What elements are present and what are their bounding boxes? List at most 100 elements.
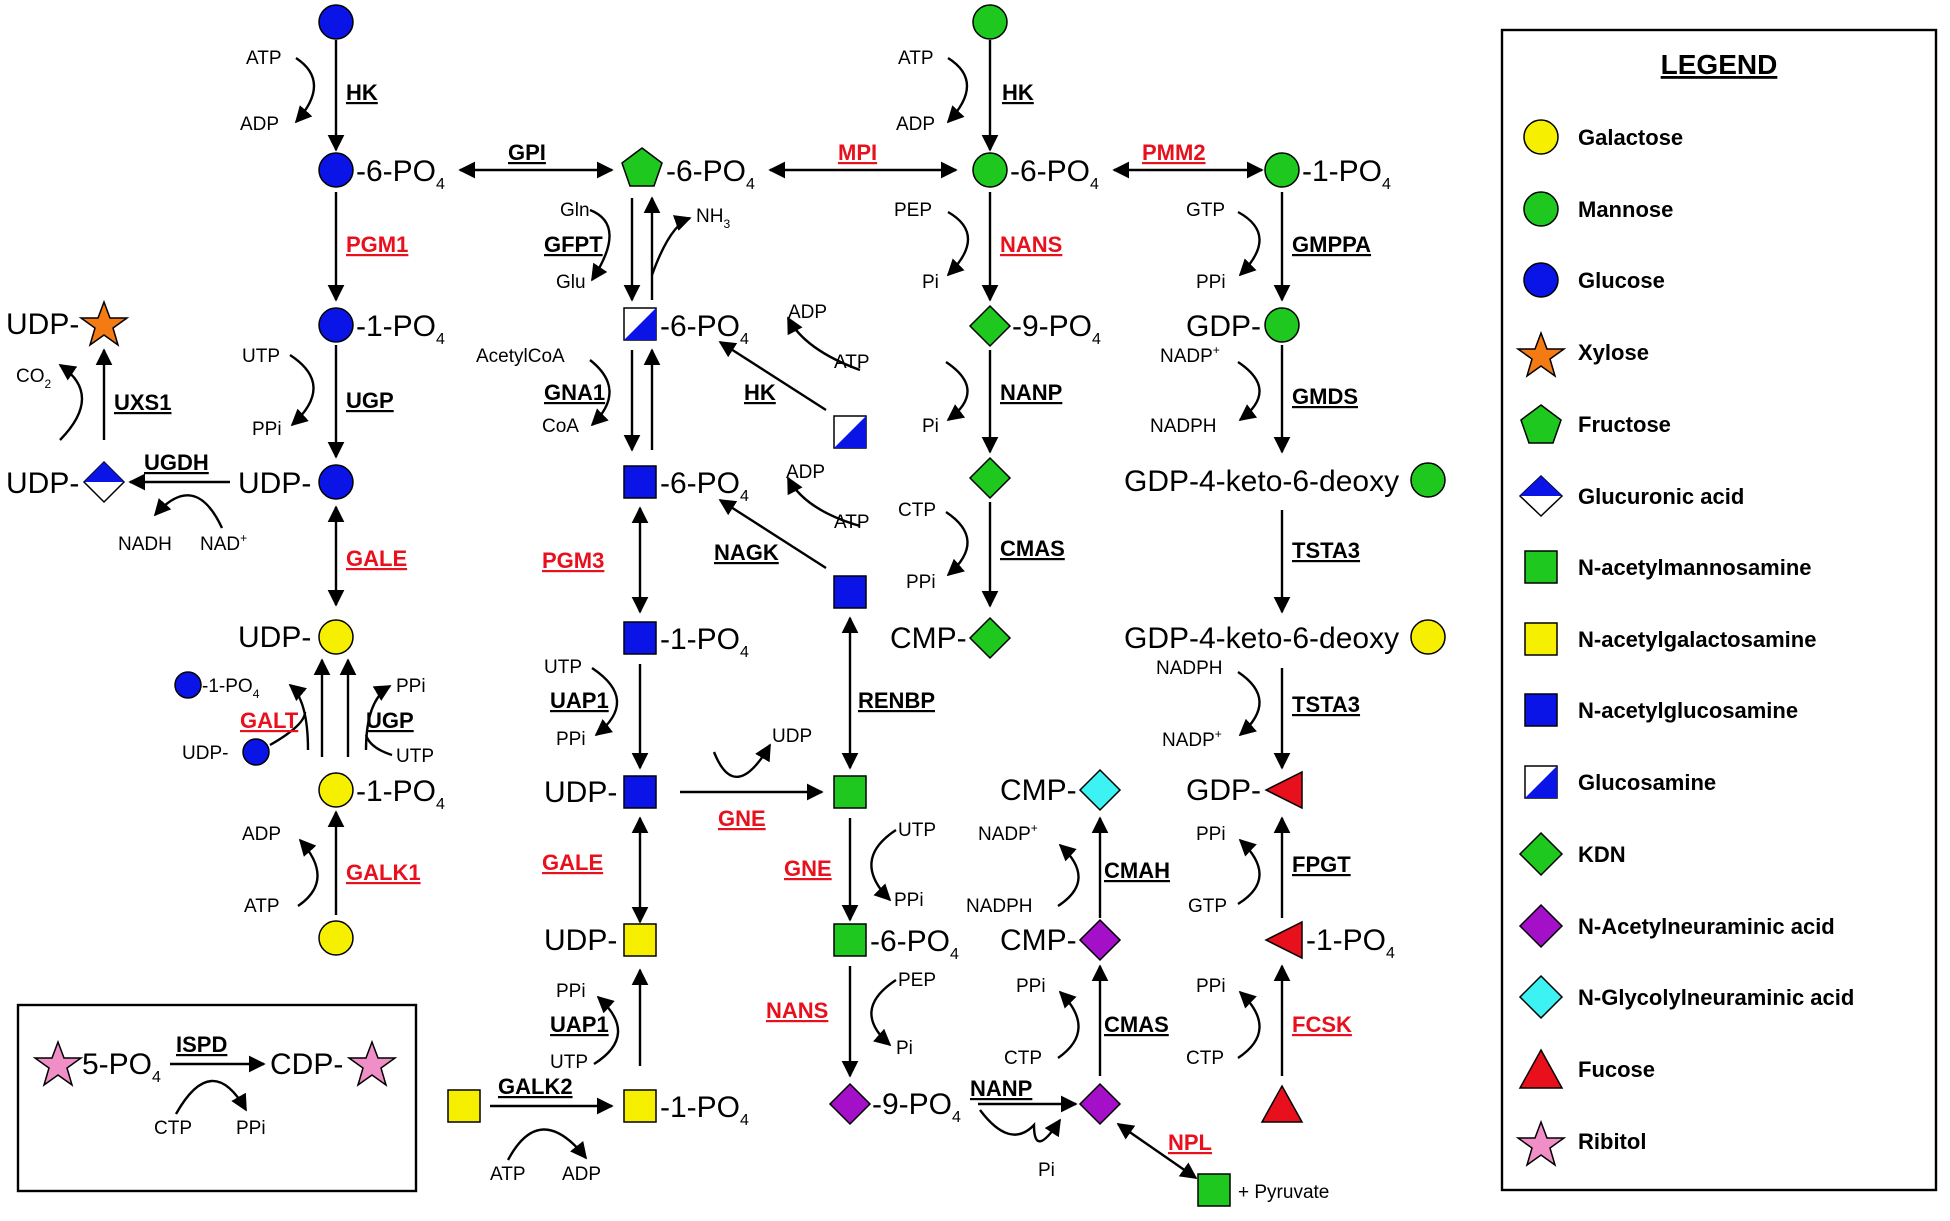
ribitol-star-icon	[32, 1039, 84, 1087]
adp-label: ADP	[896, 114, 935, 135]
mannose-legend-icon	[1523, 191, 1559, 227]
ppi-label: PPi	[906, 572, 936, 593]
cmp-neu5ac-label: CMP-	[1000, 924, 1077, 957]
kdn-9-po4-label: -9-PO4	[1012, 310, 1101, 348]
adp-label: ADP	[562, 1164, 601, 1185]
cmp-kdn-label: CMP-	[890, 622, 967, 655]
glucosamine-legend-fill	[1525, 766, 1557, 798]
enzyme-fcsk: FCSK	[1292, 1012, 1352, 1037]
udp-glucose-label: UDP-	[238, 467, 311, 500]
fructose-legend-icon	[1520, 404, 1562, 444]
fucose-legend-icon	[1518, 1048, 1564, 1089]
utp-label: UTP	[898, 820, 936, 841]
nadph-label: NADPH	[966, 896, 1033, 917]
enzyme-cmas: CMAS	[1000, 536, 1065, 561]
gdp-keto-galactose-label: GDP-4-keto-6-deoxy	[1124, 622, 1399, 655]
enzyme-fpgt: FPGT	[1292, 852, 1351, 877]
manac-icon	[833, 923, 867, 957]
ctp-label: CTP	[1004, 1048, 1042, 1069]
legend-label-xylose: Xylose	[1578, 340, 1649, 365]
legend-label-n-acetylglucosamine: N-acetylglucosamine	[1578, 698, 1798, 723]
legend-label-n-acetylmannosamine: N-acetylmannosamine	[1578, 555, 1812, 580]
glucose-6-po4-label: -6-PO4	[356, 155, 445, 193]
adp-label: ADP	[240, 114, 279, 135]
enzyme-hk: HK	[346, 80, 378, 105]
co2-label: CO2	[16, 366, 52, 391]
galactose-icon	[318, 772, 354, 808]
enzyme-ispd: ISPD	[176, 1032, 227, 1057]
glcnac-icon	[833, 575, 867, 609]
kdn-icon	[968, 456, 1012, 500]
glu-label: Glu	[556, 272, 586, 293]
legend-label-n-glycolylneuraminic-acid: N-Glycolylneuraminic acid	[1578, 985, 1854, 1010]
glcnac-6-po4-label: -6-PO4	[660, 467, 749, 505]
enzyme-nanp: NANP	[970, 1076, 1032, 1101]
mannose-icon	[1264, 152, 1300, 188]
kdn-icon	[968, 616, 1012, 660]
glucose-legend-icon	[1523, 262, 1559, 298]
ppi-label: PPi	[894, 890, 924, 911]
atp-label: ATP	[834, 352, 870, 373]
nadp-label: NADP+	[1162, 727, 1222, 751]
legend-label-mannose: Mannose	[1578, 197, 1673, 222]
legend-label-glucuronic-acid: Glucuronic acid	[1578, 484, 1744, 509]
nad-label: NAD+	[200, 531, 247, 555]
utp-label: UTP	[544, 657, 582, 678]
enzyme-uap1-2: UAP1	[550, 1012, 609, 1037]
enzyme-gna1: GNA1	[544, 380, 605, 405]
enzyme-pgm1: PGM1	[346, 232, 408, 257]
enzyme-mpi: MPI	[838, 140, 877, 165]
glcnac-icon	[623, 621, 657, 655]
ctp-label: CTP	[1186, 1048, 1224, 1069]
pi-label: Pi	[922, 272, 939, 293]
enzyme-galk1: GALK1	[346, 860, 421, 885]
glucosamine-fill	[624, 308, 656, 340]
glcnac-icon	[623, 775, 657, 809]
ppi-label: PPi	[252, 419, 282, 440]
neu5ac-legend-icon	[1518, 903, 1564, 949]
udp-glucuronic-label: UDP-	[6, 467, 79, 500]
fucose-1-po4-label: -1-PO4	[1306, 924, 1395, 962]
pi-label: Pi	[896, 1038, 913, 1059]
neu5ac-icon	[828, 1082, 872, 1126]
enzyme-galk2: GALK2	[498, 1074, 573, 1099]
neu5ac-icon	[1078, 918, 1122, 962]
udp-xylose-label: UDP-	[6, 308, 79, 341]
enzyme-tsta3-2: TSTA3	[1292, 692, 1360, 717]
ribitol-star-icon	[346, 1039, 398, 1087]
glucose-icon	[174, 671, 202, 699]
legend-label-kdn: KDN	[1578, 842, 1626, 867]
nadh-label: NADH	[118, 534, 172, 555]
enzyme-hk-3: HK	[1002, 80, 1034, 105]
udp-galnac-label: UDP-	[544, 924, 617, 957]
glucose-icon	[318, 464, 354, 500]
enzyme-gfpt: GFPT	[544, 232, 603, 257]
atp-label: ATP	[246, 48, 282, 69]
mannose-icon	[972, 152, 1008, 188]
legend-label-glucose: Glucose	[1578, 268, 1665, 293]
manac-6-po4-label: -6-PO4	[870, 925, 959, 963]
cdp-ribitol-label: CDP-	[270, 1048, 343, 1081]
nh3-label: NH3	[696, 206, 730, 231]
mannose-icon	[1264, 307, 1300, 343]
adp-label: ADP	[242, 824, 281, 845]
legend: LEGEND Galactose Mannose Glucose Xylose …	[1500, 28, 1938, 1192]
neu5gc-legend-icon	[1518, 974, 1564, 1020]
galactose-icon	[1410, 619, 1446, 655]
neu5ac-icon	[1078, 1082, 1122, 1126]
enzyme-cmah: CMAH	[1104, 858, 1170, 883]
pyruvate-label: + Pyruvate	[1238, 1182, 1329, 1203]
cmp-neu5gc-label: CMP-	[1000, 774, 1077, 807]
legend-label-fructose: Fructose	[1578, 412, 1671, 437]
galactose-icon	[318, 920, 354, 956]
xylose-star-icon	[78, 299, 130, 347]
gdp-fucose-label: GDP-	[1186, 774, 1261, 807]
ppi-label: PPi	[556, 729, 586, 750]
nadph-label: NADPH	[1150, 416, 1217, 437]
legend-title: LEGEND	[1661, 49, 1778, 80]
ctp-label: CTP	[898, 500, 936, 521]
galactose-1-po4-label: -1-PO4	[356, 775, 445, 813]
galnac-icon	[623, 1089, 657, 1123]
enzyme-gne-2: GNE	[784, 856, 832, 881]
enzyme-gpi: GPI	[508, 140, 546, 165]
